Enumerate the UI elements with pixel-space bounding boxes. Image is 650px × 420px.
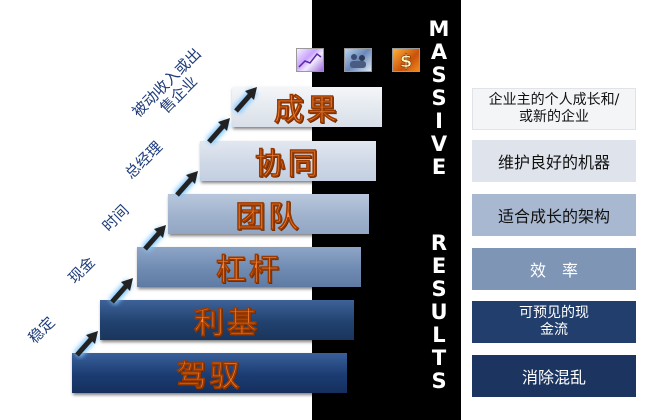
result-box-growth: 企业主的个人成长和/或新的企业: [472, 88, 636, 130]
step-2-label: 利基: [194, 306, 260, 342]
massive-letter: S: [431, 63, 447, 87]
result-box-chaos: 消除混乱: [472, 355, 636, 397]
result-box-chaos-text: 消除混乱: [521, 368, 586, 387]
step-note-gm: 总经理: [121, 137, 166, 183]
up-arrow-icon: [70, 326, 104, 360]
up-arrow-icon: [105, 273, 139, 307]
step-note-cash: 现金: [64, 253, 99, 288]
results-letter: R: [430, 231, 448, 255]
massive-letter: S: [431, 86, 447, 110]
chart-icon: [296, 48, 324, 72]
result-box-machine-text: 维护良好的机器: [497, 153, 610, 172]
step-note-stable: 稳定: [24, 313, 59, 348]
step-6-label: 成果: [274, 93, 340, 129]
results-letter: S: [431, 369, 447, 393]
result-box-growth-text: 企业主的个人成长和/或新的企业: [488, 92, 620, 125]
dollar-icon: $: [392, 48, 420, 72]
step-1-label: 驾驭: [176, 359, 243, 395]
massive-letter: I: [435, 109, 443, 133]
step-5-label: 协同: [255, 147, 321, 183]
up-arrow-icon: [202, 113, 236, 147]
massive-letter: A: [430, 40, 448, 64]
step-note-time: 时间: [98, 201, 133, 236]
results-letter: L: [432, 323, 446, 347]
step-4-label: 团队: [235, 200, 302, 236]
up-arrow-icon: [229, 82, 263, 116]
step-5: 协同: [200, 141, 376, 183]
step-1: 驾驭: [72, 353, 347, 395]
massive-letter: E: [431, 155, 447, 179]
results-letter: U: [430, 300, 448, 324]
results-word: R E S U L T S: [424, 232, 454, 393]
result-box-machine: 维护良好的机器: [472, 140, 636, 182]
result-box-efficiency-text: 效 率: [529, 261, 578, 280]
result-box-structure: 适合成长的架构: [472, 194, 636, 236]
massive-letter: V: [430, 132, 448, 156]
step-3-label: 杠杆: [216, 253, 282, 289]
step-3: 杠杆: [137, 247, 361, 289]
result-box-efficiency: 效 率: [472, 248, 636, 290]
people-icon: [344, 48, 372, 72]
result-box-cashflow-text: 可预见的现金流: [519, 305, 589, 338]
results-letter: T: [431, 346, 447, 370]
results-letter: E: [431, 254, 447, 278]
svg-text:$: $: [400, 51, 413, 71]
step-6: 成果: [232, 87, 382, 129]
step-4: 团队: [168, 194, 369, 236]
up-arrow-icon: [170, 166, 204, 200]
massive-letter: M: [428, 17, 450, 41]
result-box-cashflow: 可预见的现金流: [472, 301, 636, 343]
up-arrow-icon: [138, 220, 172, 254]
results-letter: S: [431, 277, 447, 301]
result-box-structure-text: 适合成长的架构: [497, 207, 610, 226]
step-2: 利基: [100, 300, 354, 342]
massive-word: M A S S I V E: [424, 18, 454, 179]
